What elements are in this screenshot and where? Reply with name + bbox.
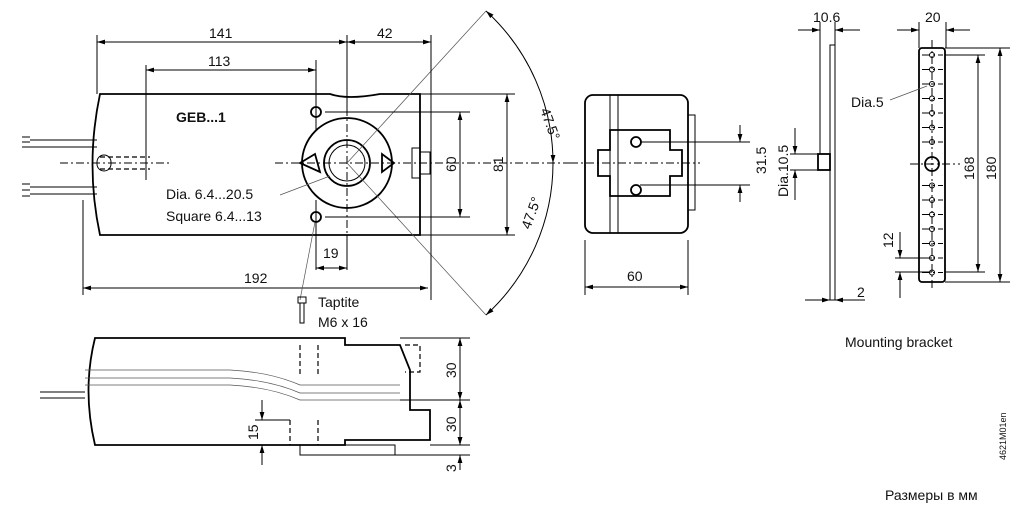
- dim-dia-10-5: Dia.10.5: [775, 145, 791, 197]
- bracket-front-view: 20 Dia.5 168 180 12 Mounting bracket: [845, 9, 1010, 350]
- bracket-plate: [829, 44, 836, 301]
- front-body: [584, 94, 689, 234]
- bracket-caption: Mounting bracket: [845, 334, 953, 350]
- bracket-side-view: 10.6 Dia.10.5 2: [775, 9, 865, 303]
- cable-icon: [30, 139, 97, 195]
- actuator-body-outline: [91, 93, 421, 236]
- dim-141: 141: [209, 25, 233, 41]
- side-dim-30a: 30: [443, 362, 459, 378]
- dim-192: 192: [244, 270, 268, 286]
- shaft-square-label: Square 6.4...13: [166, 208, 262, 224]
- dim-10-6: 10.6: [813, 9, 840, 25]
- side-dim-3: 3: [443, 464, 459, 472]
- side-dim-30b: 30: [443, 416, 459, 432]
- side-body: [87, 337, 431, 446]
- dim-2: 2: [857, 284, 865, 300]
- dim-19: 19: [323, 245, 339, 261]
- hole-dia-label: Dia.5: [851, 94, 884, 110]
- dim-168: 168: [961, 156, 977, 180]
- units-note: Размеры в мм: [885, 487, 978, 503]
- angle-bottom: 47.5°: [518, 195, 544, 231]
- dim-81: 81: [490, 156, 506, 172]
- dim-60: 60: [443, 156, 459, 172]
- model-label: GEB...1: [176, 109, 226, 125]
- screw-icon: [297, 296, 307, 304]
- dim-12: 12: [880, 232, 896, 248]
- side-view: 30 30 3 15: [40, 337, 470, 472]
- shaft-dia-label: Dia. 6.4...20.5: [166, 186, 253, 202]
- front-view: 60 31.5: [570, 94, 769, 295]
- drawing-id: 4621M01en: [998, 412, 1008, 460]
- dim-20: 20: [925, 9, 941, 25]
- front-dim-60: 60: [627, 268, 643, 284]
- top-view: 141 42 113 GEB...1 Dia. 6.4...20.5 Squar…: [22, 10, 570, 330]
- dim-113: 113: [208, 53, 231, 69]
- screw-name: Taptite: [318, 294, 359, 310]
- dim-31-5: 31.5: [753, 147, 769, 174]
- angle-top: 47.5°: [537, 106, 563, 142]
- dim-42: 42: [377, 25, 393, 41]
- dim-180: 180: [983, 156, 999, 180]
- screw-size: M6 x 16: [318, 314, 368, 330]
- shaft-clamp-icon: [328, 144, 366, 182]
- side-dim-15: 15: [245, 424, 261, 440]
